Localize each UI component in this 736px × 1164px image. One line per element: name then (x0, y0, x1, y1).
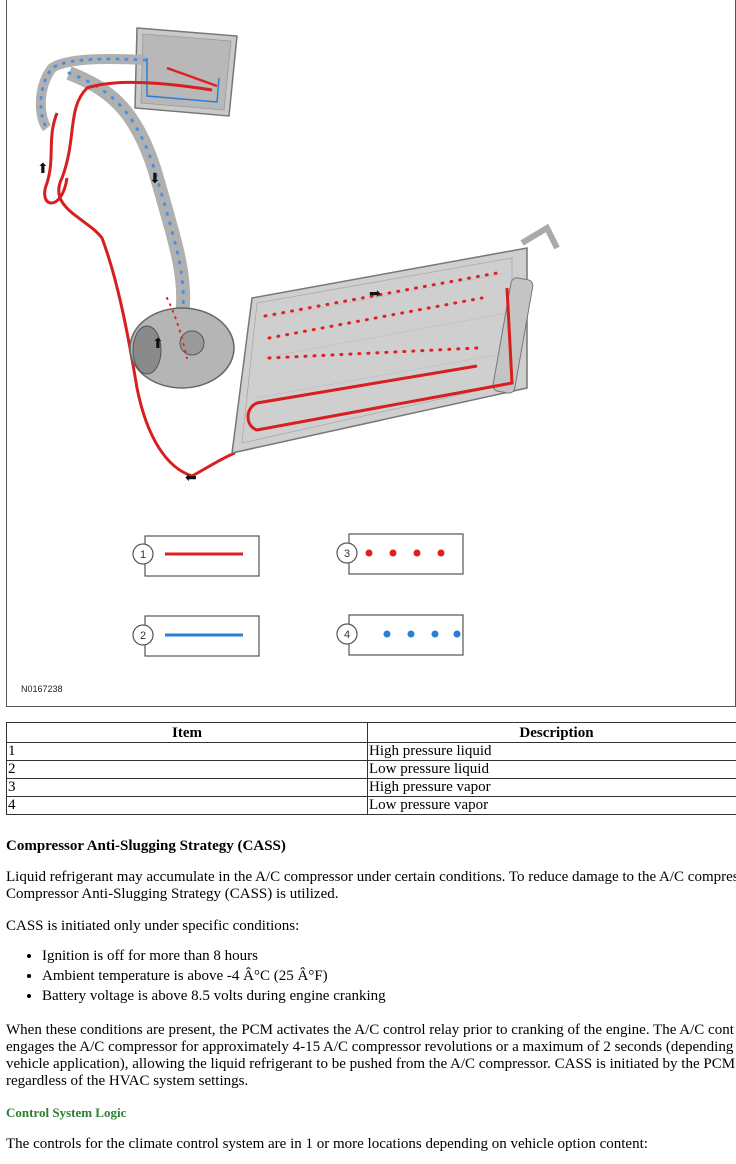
item-description-table: Item Description 1 High pressure liquid … (6, 722, 736, 815)
text-line: regardless of the HVAC system settings. (6, 1073, 249, 1089)
description-cell: High pressure vapor (367, 778, 736, 797)
flow-arrows: ⬆ ⬇ ➡ ⬆ ⬅ (37, 161, 381, 486)
figure-frame: ⬆ ⬇ ➡ ⬆ ⬅ 1 2 3 (6, 0, 736, 707)
description-cell: High pressure liquid (367, 742, 736, 761)
table-row: 2 Low pressure liquid (6, 760, 736, 779)
cass-conditions-list: Ignition is off for more than 8 hours Am… (6, 948, 386, 1005)
list-item: Battery voltage is above 8.5 volts durin… (42, 988, 386, 1005)
legend-2: 2 (132, 615, 260, 657)
svg-text:➡: ➡ (369, 286, 381, 302)
legend-4: 4 (336, 614, 464, 656)
table-row: 1 High pressure liquid (6, 742, 736, 761)
text-line: When these conditions are present, the P… (6, 1022, 734, 1038)
figure-code: N0167238 (21, 684, 63, 694)
svg-text:3: 3 (344, 548, 350, 560)
text-line: Compressor Anti-Slugging Strategy (CASS)… (6, 886, 339, 902)
evaporator (134, 27, 238, 117)
cass-paragraph-1: Liquid refrigerant may accumulate in the… (6, 869, 736, 903)
high-pressure-liquid-line (43, 80, 236, 478)
cass-heading: Compressor Anti-Slugging Strategy (CASS) (6, 838, 286, 854)
table-row: 3 High pressure vapor (6, 778, 736, 797)
text-line: Liquid refrigerant may accumulate in the… (6, 869, 736, 885)
item-cell: 1 (6, 742, 368, 761)
ac-refrigerant-flow-diagram: ⬆ ⬇ ➡ ⬆ ⬅ 1 2 3 (35, 27, 560, 657)
column-header-description: Description (367, 722, 736, 743)
svg-text:⬅: ⬅ (185, 470, 197, 486)
control-section: Control System Logic (6, 1104, 126, 1121)
control-paragraph: The controls for the climate control sys… (6, 1136, 648, 1152)
svg-text:⬇: ⬇ (149, 171, 161, 187)
legend-3: 3 (336, 533, 464, 575)
description-cell: Low pressure liquid (367, 760, 736, 779)
description-cell: Low pressure vapor (367, 796, 736, 815)
table-header-row: Item Description (6, 722, 736, 743)
svg-text:2: 2 (140, 630, 146, 642)
text-line: engages the A/C compressor for approxima… (6, 1039, 734, 1055)
legend-1: 1 (132, 535, 260, 577)
control-heading: Control System Logic (6, 1105, 127, 1120)
item-cell: 4 (6, 796, 368, 815)
item-cell: 3 (6, 778, 368, 797)
compressor (129, 297, 235, 389)
cass-paragraph-2: CASS is initiated only under specific co… (6, 918, 300, 934)
cass-paragraph-3: When these conditions are present, the P… (6, 1022, 735, 1090)
cass-conditions-list-wrap: Ignition is off for more than 8 hours Am… (6, 948, 386, 1008)
cass-section: Compressor Anti-Slugging Strategy (CASS) (6, 838, 286, 855)
column-header-item: Item (6, 722, 368, 743)
svg-text:⬆: ⬆ (37, 161, 49, 177)
table-row: 4 Low pressure vapor (6, 796, 736, 815)
text-line: vehicle application), allowing the liqui… (6, 1056, 736, 1072)
condenser (231, 223, 560, 454)
svg-text:4: 4 (344, 629, 350, 641)
low-pressure-vapor-pipe (35, 53, 191, 320)
svg-text:1: 1 (140, 549, 146, 561)
list-item: Ambient temperature is above -4 Â°C (25 … (42, 968, 386, 985)
svg-text:⬆: ⬆ (152, 336, 164, 352)
list-item: Ignition is off for more than 8 hours (42, 948, 386, 965)
item-cell: 2 (6, 760, 368, 779)
